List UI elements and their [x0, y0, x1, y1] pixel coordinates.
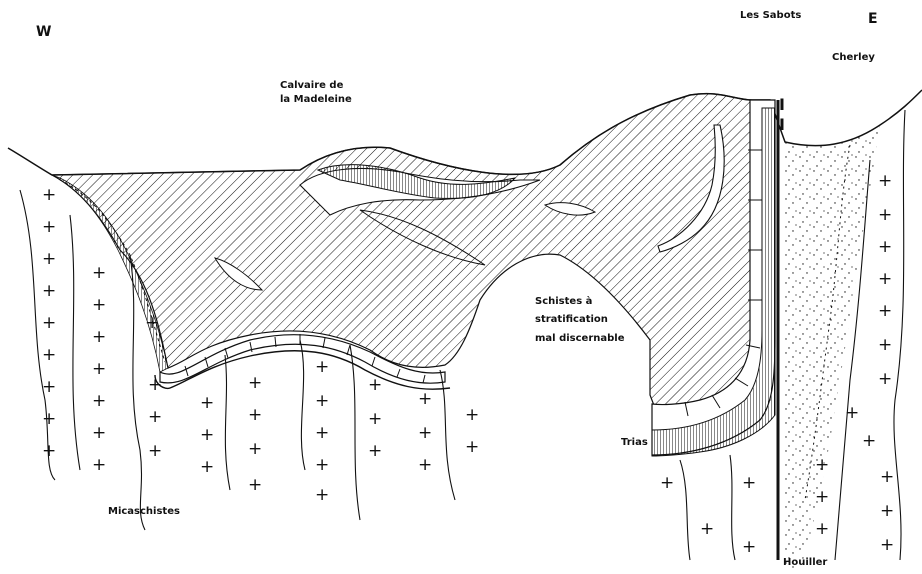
label-schistes-3: mal discernable	[535, 333, 625, 344]
cross-mark: +	[42, 249, 56, 269]
cross-mark: +	[42, 281, 56, 301]
cross-mark: +	[42, 217, 56, 237]
cross-mark: +	[878, 171, 892, 191]
fault-marker-lower: I	[779, 115, 785, 134]
cross-mark: +	[465, 437, 479, 457]
cross-mark: +	[880, 467, 894, 487]
cross-mark: +	[878, 237, 892, 257]
cross-mark: +	[145, 313, 159, 333]
cross-mark: +	[418, 389, 432, 409]
cross-mark: +	[42, 185, 56, 205]
cross-mark: +	[878, 301, 892, 321]
cross-mark: +	[368, 441, 382, 461]
cross-mark: +	[700, 519, 714, 539]
fault-marker-upper: I	[779, 95, 785, 114]
cross-mark: +	[200, 393, 214, 413]
label-schistes-1: Schistes à	[535, 295, 592, 307]
cross-mark: +	[878, 369, 892, 389]
cross-mark: +	[92, 295, 106, 315]
cross-mark: +	[418, 455, 432, 475]
label-calvaire-2: la Madeleine	[280, 94, 352, 105]
cross-mark: +	[42, 377, 56, 397]
cross-mark: +	[148, 407, 162, 427]
label-calvaire-1: Calvaire de	[280, 80, 344, 91]
cross-mark: +	[42, 313, 56, 333]
cross-mark: +	[148, 441, 162, 461]
cross-mark: +	[315, 357, 329, 377]
cross-mark: +	[878, 205, 892, 225]
cross-mark: +	[315, 455, 329, 475]
cross-mark: +	[92, 455, 106, 475]
label-les-sabots: Les Sabots	[740, 10, 801, 21]
cross-mark: +	[815, 487, 829, 507]
cross-mark: +	[742, 473, 756, 493]
cross-mark: +	[248, 439, 262, 459]
cross-mark: +	[42, 345, 56, 365]
cross-mark: +	[92, 263, 106, 283]
cross-mark: +	[660, 473, 674, 493]
cross-mark: +	[92, 327, 106, 347]
houiller-wedge	[785, 125, 880, 569]
label-cherley: Cherley	[832, 52, 875, 63]
cross-mark: +	[92, 423, 106, 443]
cross-mark: +	[742, 537, 756, 557]
cross-mark: +	[862, 431, 876, 451]
cross-mark: +	[315, 423, 329, 443]
cross-mark: +	[815, 455, 829, 475]
cross-mark: +	[418, 423, 432, 443]
cross-mark: +	[200, 457, 214, 477]
cross-mark: +	[315, 485, 329, 505]
cross-mark: +	[880, 501, 894, 521]
cross-mark: +	[42, 409, 56, 429]
cross-mark: +	[248, 373, 262, 393]
cross-mark: +	[248, 405, 262, 425]
cross-mark: +	[148, 375, 162, 395]
cross-mark: +	[92, 359, 106, 379]
cross-mark: +	[368, 375, 382, 395]
direction-east: E	[868, 11, 878, 27]
cross-mark: +	[880, 535, 894, 555]
cross-mark: +	[878, 335, 892, 355]
label-micaschistes: Micaschistes	[108, 506, 180, 517]
cross-mark: +	[845, 403, 859, 423]
label-houiller: Houiller	[783, 557, 827, 568]
cross-mark: +	[315, 391, 329, 411]
label-schistes-2: stratification	[535, 314, 608, 325]
label-trias: Trias	[621, 437, 648, 448]
cross-mark: +	[42, 441, 56, 461]
direction-west: W	[36, 24, 51, 40]
cross-mark: +	[465, 405, 479, 425]
cross-mark: +	[200, 425, 214, 445]
cross-mark: +	[815, 519, 829, 539]
cross-mark: +	[368, 409, 382, 429]
cross-mark: +	[248, 475, 262, 495]
cross-mark: +	[878, 269, 892, 289]
cross-mark: +	[92, 391, 106, 411]
